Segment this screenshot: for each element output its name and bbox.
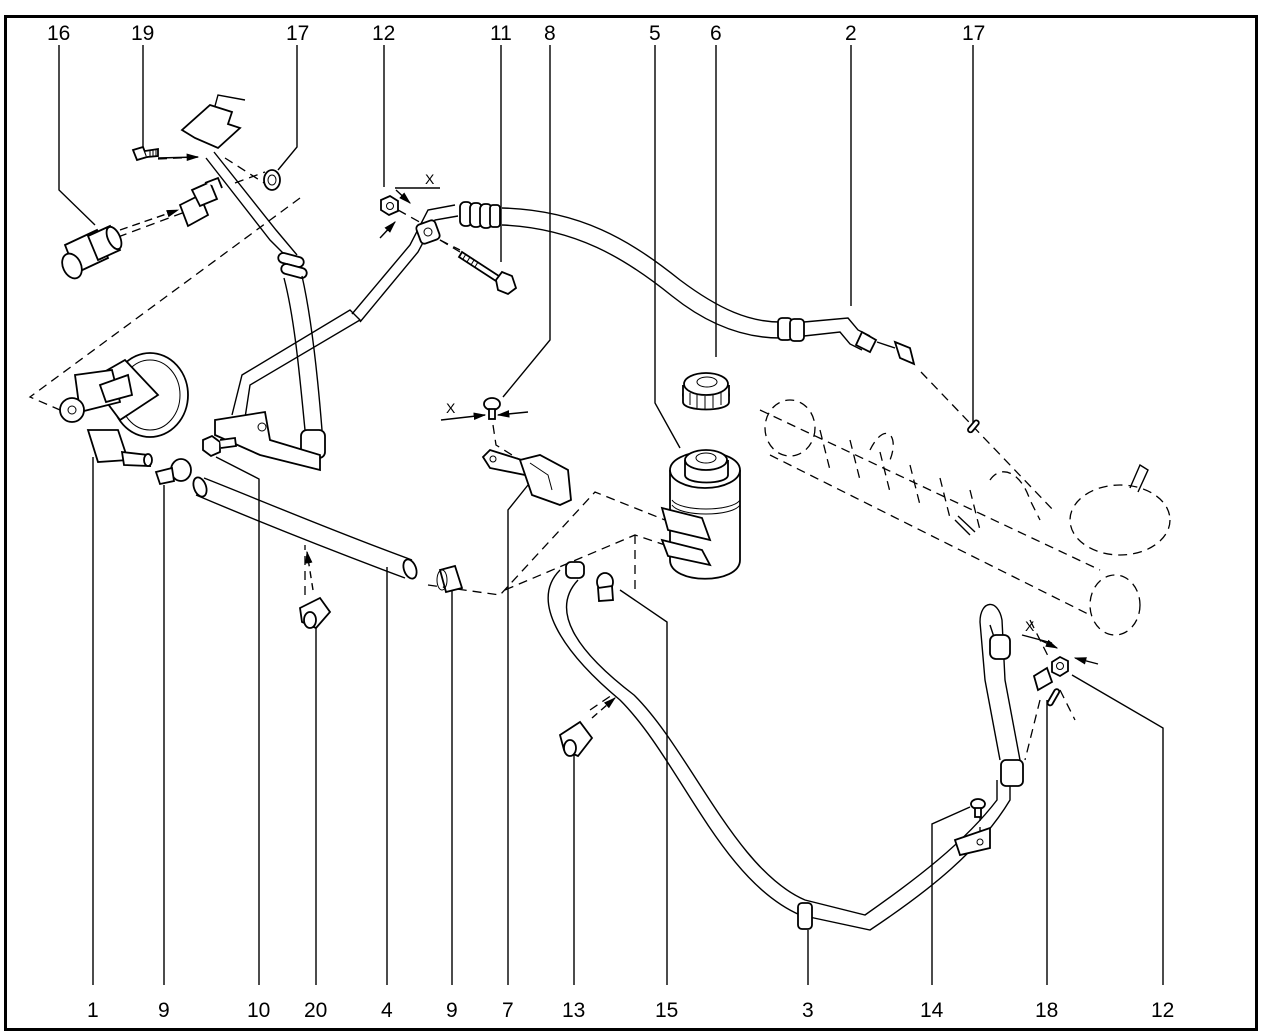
- callout-9-left: 9: [158, 999, 170, 1022]
- o-ring-18[interactable]: [1032, 666, 1061, 707]
- callout-3: 3: [802, 999, 814, 1022]
- banjo-bolt[interactable]: [457, 250, 518, 296]
- o-ring-17[interactable]: [967, 419, 980, 434]
- pressure-pipe-middle: [351, 204, 459, 323]
- pressure-sensor[interactable]: [178, 176, 223, 228]
- torque-marker-lower: X: [1021, 618, 1099, 665]
- callout-17: 17: [286, 22, 309, 45]
- pipe-bracket: [180, 94, 246, 150]
- hose-clamp-right[interactable]: [436, 564, 464, 594]
- seal-washer[interactable]: [263, 169, 281, 191]
- callout-7: 7: [502, 999, 514, 1022]
- pipe-fitting-eye: [415, 219, 441, 245]
- bracket-bolt[interactable]: [131, 145, 159, 162]
- callout-5: 5: [649, 22, 661, 45]
- torque-marker-upper: X: [379, 171, 440, 239]
- callout-2: 2: [845, 22, 857, 45]
- steering-rack: [759, 399, 1171, 636]
- return-line[interactable]: [547, 561, 1024, 931]
- hose-clamp-15[interactable]: [596, 572, 614, 602]
- callout-17-right: 17: [962, 22, 985, 45]
- torque-x-label-bracket: X: [446, 400, 456, 416]
- reservoir-bracket[interactable]: [481, 448, 572, 506]
- bracket-bolt-14[interactable]: [970, 798, 986, 818]
- metal-line-bracket: [214, 309, 362, 472]
- high-pressure-hose[interactable]: [501, 207, 916, 366]
- supply-hose[interactable]: [191, 476, 419, 581]
- callout-20: 20: [304, 999, 327, 1022]
- callout-4: 4: [381, 999, 393, 1022]
- hose-clamp-left[interactable]: [154, 458, 192, 486]
- callout-16: 16: [47, 22, 70, 45]
- callout-12: 12: [372, 22, 395, 45]
- callout-14: 14: [920, 999, 944, 1022]
- nut-lower[interactable]: [1051, 655, 1069, 678]
- callout-leaders-top: [58, 45, 974, 449]
- reservoir-cap[interactable]: [682, 372, 730, 411]
- callout-labels-top: 16 19 17 12 11 8 5 6 2 17: [47, 22, 985, 45]
- callout-labels-bottom: 1 9 10 20 4 9 7 13 15 3 14 18 12: [87, 999, 1174, 1022]
- callout-19: 19: [131, 22, 154, 45]
- pressure-pipe-upper: [205, 151, 326, 459]
- hose-clip-13[interactable]: [558, 720, 594, 758]
- callout-6: 6: [710, 22, 722, 45]
- pump-bolt[interactable]: [202, 434, 238, 458]
- callout-10: 10: [247, 999, 270, 1022]
- bracket-screw[interactable]: [483, 397, 501, 420]
- callout-15: 15: [655, 999, 678, 1022]
- callout-11: 11: [490, 22, 512, 45]
- callout-8: 8: [544, 22, 556, 45]
- electric-pump[interactable]: [59, 352, 189, 467]
- callout-18: 18: [1035, 999, 1058, 1022]
- callout-1: 1: [87, 999, 99, 1022]
- torque-marker-bracket: X: [440, 400, 529, 421]
- nut-upper[interactable]: [380, 194, 399, 217]
- fluid-reservoir[interactable]: [660, 449, 741, 580]
- torque-x-label-lower: X: [1025, 618, 1035, 634]
- callout-13: 13: [562, 999, 585, 1022]
- callout-12-lower: 12: [1151, 999, 1174, 1022]
- callout-leaders-bottom: [92, 456, 1164, 985]
- callout-9-right: 9: [446, 999, 458, 1022]
- pressure-switch-connector[interactable]: [58, 224, 124, 282]
- hose-clip-20[interactable]: [299, 596, 332, 630]
- hose-boot: [459, 201, 501, 229]
- torque-x-label-upper: X: [425, 171, 435, 187]
